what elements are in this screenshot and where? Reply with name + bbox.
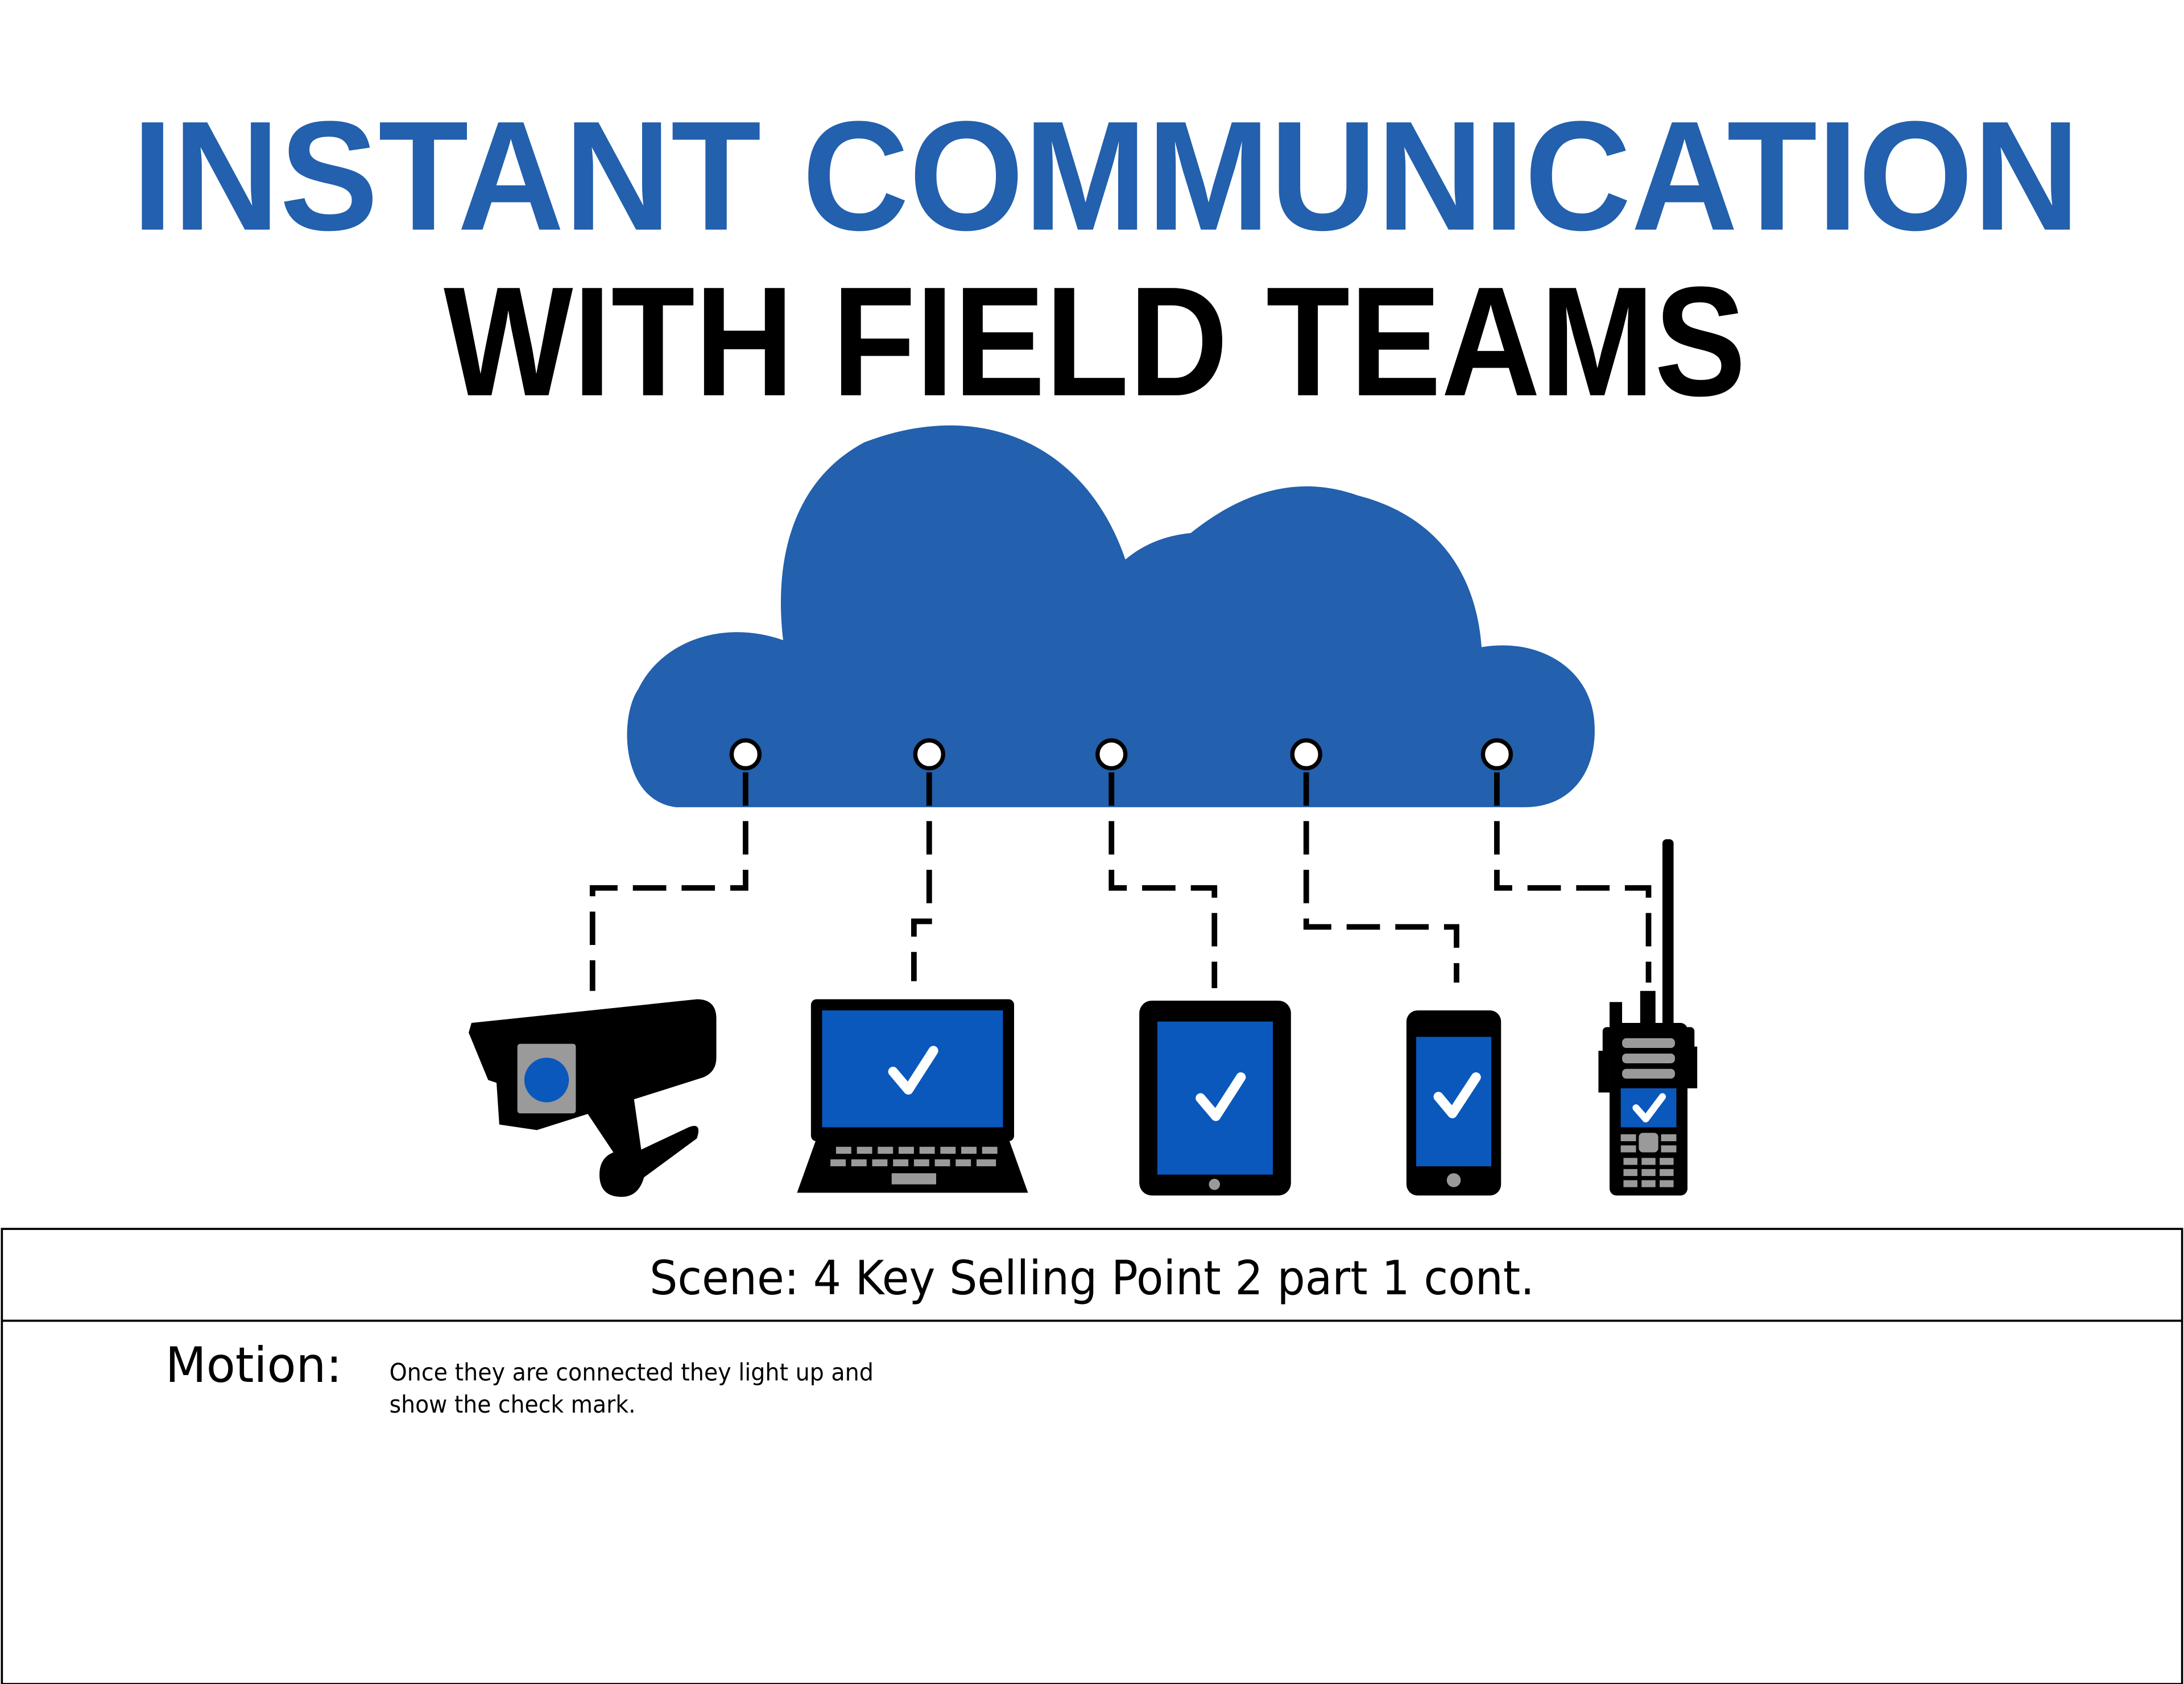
motion-description-line-2: show the check mark. xyxy=(390,1390,636,1418)
connector-radio xyxy=(1494,772,1652,983)
node-radio xyxy=(1480,738,1513,771)
check-mark-icon xyxy=(888,1046,938,1095)
two-way-radio-icon xyxy=(1598,839,1698,1196)
smartphone-icon xyxy=(1406,1010,1502,1196)
laptop-keyboard xyxy=(830,1146,998,1184)
node-tablet xyxy=(1095,738,1128,771)
headline-line-2: WITH FIELD TEAMS xyxy=(444,255,1746,429)
node-phone xyxy=(1290,738,1322,771)
cloud-icon xyxy=(627,425,1595,807)
check-mark-icon xyxy=(1632,1093,1666,1122)
scene-label: Scene: 4 Key Selling Point 2 part 1 cont… xyxy=(650,1250,1534,1306)
security-camera-icon xyxy=(469,999,717,1197)
connector-camera xyxy=(589,772,748,991)
connection-nodes xyxy=(729,738,1513,771)
node-laptop xyxy=(913,738,945,771)
connector-tablet xyxy=(1108,772,1218,988)
motion-description-line-1: Once they are connected they light up an… xyxy=(390,1359,874,1386)
storyboard-info-box: Scene: 4 Key Selling Point 2 part 1 cont… xyxy=(1,1228,2183,1684)
check-mark-icon xyxy=(1433,1072,1481,1118)
connector-phone xyxy=(1303,772,1459,983)
connection-lines xyxy=(589,772,1652,991)
node-camera xyxy=(729,738,762,771)
check-mark-icon xyxy=(1196,1072,1246,1121)
connector-laptop xyxy=(911,772,932,981)
tablet-icon xyxy=(1139,1000,1291,1196)
headline-line-1: INSTANT COMMUNICATION xyxy=(132,89,2080,263)
motion-label: Motion: xyxy=(166,1338,342,1394)
radio-keypad xyxy=(1620,1133,1677,1187)
laptop-icon xyxy=(797,999,1028,1193)
